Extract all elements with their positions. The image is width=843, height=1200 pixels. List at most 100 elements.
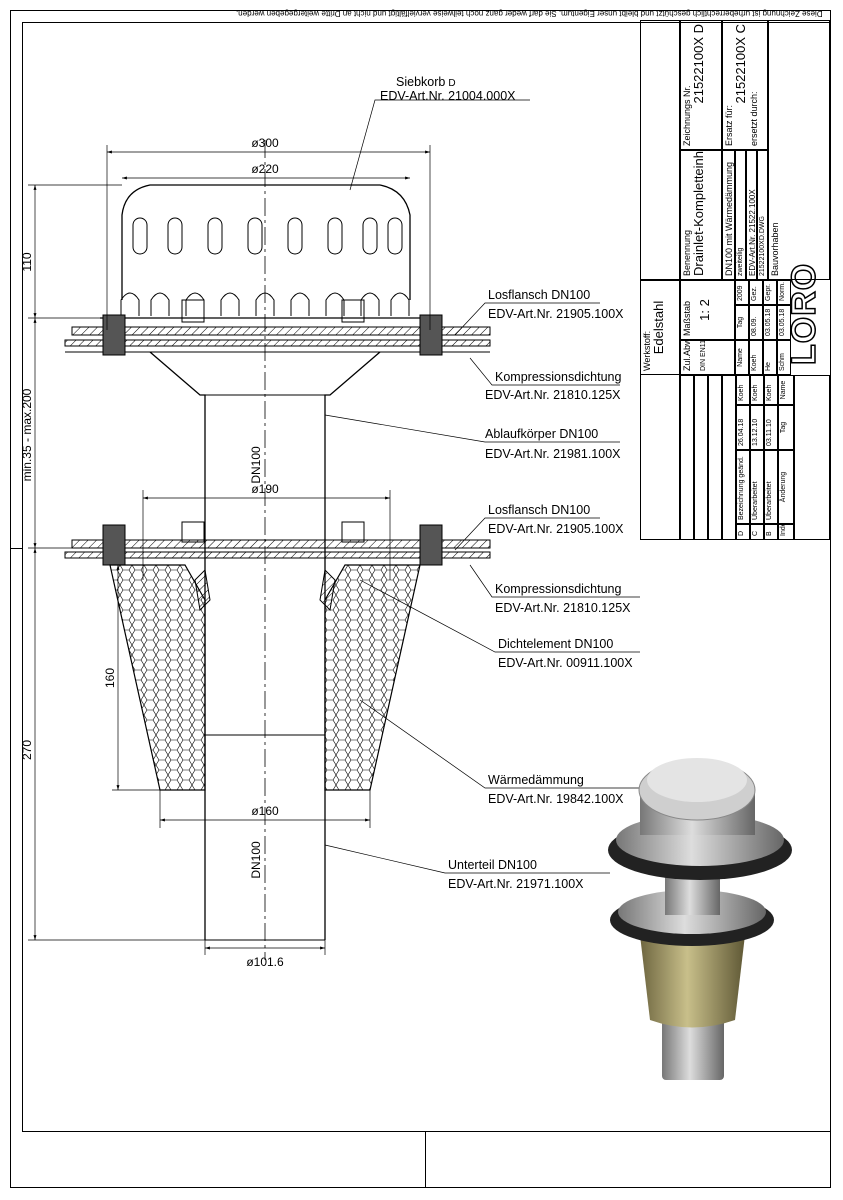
callout-waermedaemmung-art: EDV-Art.Nr. 19842.100X	[488, 792, 624, 806]
bauvorhaben-cell: Bauvorhaben	[768, 20, 830, 280]
basket-slot	[325, 292, 345, 316]
rev-header-change: Änderung	[778, 450, 794, 524]
massstab-label: Maßstab	[682, 300, 692, 336]
sign-role: Gepr.	[763, 280, 777, 305]
callout-losflansch-2: Losflansch DN100	[488, 503, 590, 517]
callout-kompression-1-art: EDV-Art.Nr. 21810.125X	[485, 388, 621, 402]
upper-flange	[64, 299, 491, 356]
rev-name: Koeh	[764, 375, 778, 405]
massstab-value: 1: 2	[697, 299, 713, 321]
rev-blank-row	[708, 375, 722, 540]
dim-h270: 270	[20, 740, 34, 760]
dim-d101: ø101.6	[246, 955, 284, 969]
rev-change: Überarbeitet	[764, 450, 778, 524]
callout-losflansch-1: Losflansch DN100	[488, 288, 590, 302]
dim-h160: 160	[103, 668, 117, 688]
callout-unterteil: Unterteil DN100	[448, 858, 537, 872]
rev-index: C	[750, 524, 764, 540]
sheet-border	[10, 10, 831, 1188]
zul-abw-label: Zul.Abw.	[682, 340, 692, 371]
dimension-lines	[28, 145, 431, 955]
basket-slot	[167, 217, 183, 255]
basket-slot	[150, 292, 170, 316]
sign-role: Gez.	[749, 280, 763, 305]
blank-cell	[794, 375, 830, 540]
rev-blank-row	[680, 375, 694, 540]
dim-h-range: min.35 - max.200	[20, 388, 34, 481]
benennung-cell: Benennung Drainlet-Kompletteinheit	[680, 150, 722, 280]
callout-siebkorb-art: EDV-Art.Nr. 21004.000X	[380, 89, 516, 103]
rev-name: Koeh	[750, 375, 764, 405]
bauvorhaben-label: Bauvorhaben	[770, 222, 780, 276]
product-render-3d	[608, 758, 792, 1080]
rev-blank-row	[722, 375, 736, 540]
leader-lines	[324, 99, 640, 874]
basket-slot	[207, 217, 223, 255]
drawing-frame	[22, 22, 830, 1132]
callout-dichtelement-art: EDV-Art.Nr. 00911.100X	[498, 656, 633, 670]
desc-line-3: EDV-Art.Nr. 21522.100X	[746, 150, 757, 280]
desc-line-2: zweiteilig	[735, 150, 746, 280]
dim-dn-upper: DN100	[249, 446, 263, 484]
callout-waermedaemmung: Wärmedämmung	[488, 773, 584, 787]
rev-tag: 13.12.10	[750, 405, 764, 450]
sign-name: Koeh	[749, 340, 763, 375]
rev-name: Koeh	[736, 375, 750, 405]
basket-slot	[255, 292, 275, 316]
sign-tag: 03.05.18	[763, 305, 777, 340]
lower-flange	[64, 521, 491, 566]
dim-dn-lower: DN100	[249, 841, 263, 879]
dim-d300: ø300	[251, 136, 279, 150]
desc-line-1: DN100 mit Wärmedämmung	[722, 150, 735, 280]
callout-unterteil-art: EDV-Art.Nr. 21971.100X	[448, 877, 584, 891]
ersatz-cell: Ersatz für: 21522100X C ersetzt durch:	[722, 20, 768, 150]
blank-cell	[640, 20, 680, 280]
rev-change: Bezeichnung geänd.	[736, 450, 750, 524]
rev-header-name: Name	[778, 375, 794, 405]
sign-tag: 08.09.	[749, 305, 763, 340]
callout-kompression-2-art: EDV-Art.Nr. 21810.125X	[495, 601, 631, 615]
name-header: Name	[735, 340, 749, 375]
rev-index: B	[764, 524, 778, 540]
ersatz-nr: 21522100X C	[733, 24, 749, 104]
werkstoff-value: Edelstahl	[651, 300, 667, 355]
basket-slot	[390, 292, 410, 316]
callout-kompression-1: Kompressionsdichtung	[495, 370, 622, 384]
rev-header-index: Index	[778, 524, 794, 540]
ersetzt-label: ersetzt durch:	[749, 91, 760, 146]
werkstoff-cell: Werkstoff: Edelstahl	[640, 280, 680, 375]
year-cell: 2009	[735, 280, 749, 305]
massstab-cell: Maßstab 1: 2	[680, 280, 735, 340]
dim-d190: ø190	[251, 482, 279, 496]
desc-line-4: 21522100XD.DWG	[757, 150, 768, 280]
dim-d160: ø160	[251, 804, 279, 818]
rev-change: Überarbeitet	[750, 450, 764, 524]
callout-losflansch-2-art: EDV-Art.Nr. 21905.100X	[488, 522, 624, 536]
benennung-value: Drainlet-Kompletteinheit	[691, 150, 707, 276]
zeichnungs-nr: 21522100X D	[691, 24, 707, 104]
callout-ablaufkoerper-art: EDV-Art.Nr. 21981.100X	[485, 447, 621, 461]
tag-header: Tag	[735, 305, 749, 340]
callout-losflansch-1-art: EDV-Art.Nr. 21905.100X	[488, 307, 624, 321]
callout-ablaufkoerper: Ablaufkörper DN100	[485, 427, 598, 441]
rev-tag: 26.04.18	[736, 405, 750, 450]
rev-blank-row	[694, 375, 708, 540]
basket-slot	[132, 217, 148, 255]
basket-slot	[362, 217, 378, 255]
basket-slot	[220, 292, 240, 316]
dim-d220: ø220	[251, 162, 279, 176]
callout-kompression-2: Kompressionsdichtung	[495, 582, 622, 596]
rev-tag: 03.11.10	[764, 405, 778, 450]
basket-slot	[327, 217, 343, 255]
dim-h110: 110	[20, 252, 34, 271]
basket-slot	[247, 217, 263, 255]
basket-slot	[185, 292, 205, 316]
basket-slot	[290, 292, 310, 316]
basket-slot	[120, 292, 140, 316]
waermedaemmung	[109, 564, 421, 791]
basket-slot	[387, 217, 403, 255]
